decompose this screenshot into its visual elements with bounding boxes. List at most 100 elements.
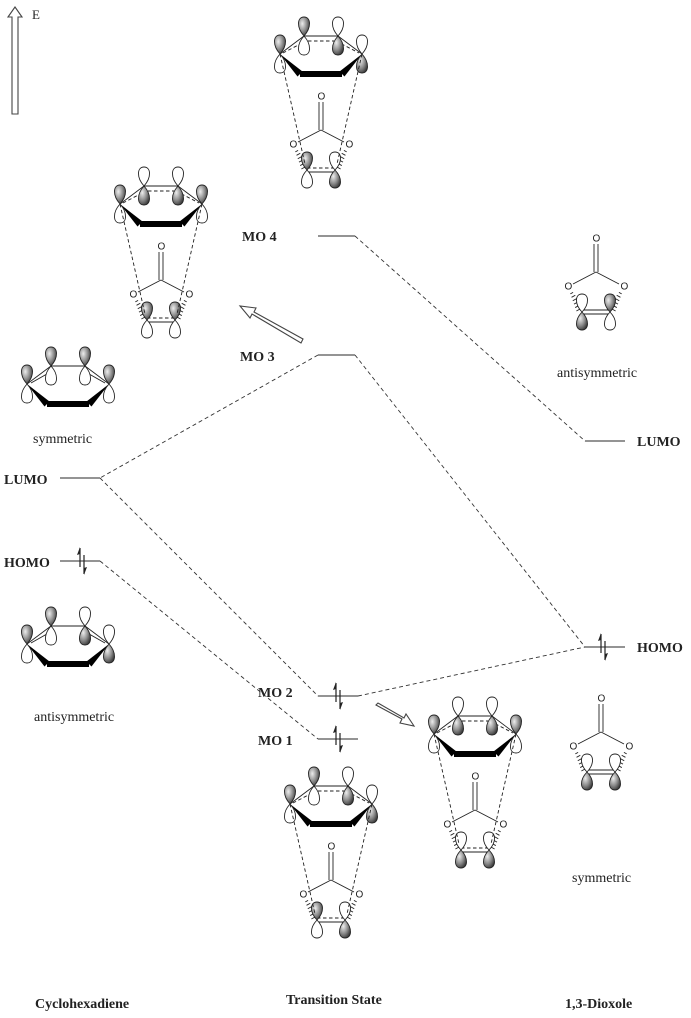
ring-bond [572, 271, 597, 285]
oxygen-atom: O [158, 242, 166, 253]
p-orbital-lobe-open [609, 753, 621, 773]
p-orbital-lobe-shaded [609, 771, 621, 791]
hashed-bond-segment [343, 149, 347, 153]
p-orbital-lobe-open [339, 901, 351, 921]
energy-axis-label: E [32, 7, 40, 22]
electron-pair-icon [333, 725, 343, 753]
wedge-bond [493, 734, 516, 757]
mo2-pointer-arrow-icon [375, 702, 416, 727]
hashed-bond-segment [570, 291, 574, 295]
spin-down-head [605, 653, 608, 661]
p-orbital-lobe-shaded [45, 606, 57, 627]
level-label: MO 1 [258, 734, 293, 749]
p-orbital-lobe-shaded [138, 185, 150, 206]
p-orbital-lobe-shaded [486, 715, 498, 736]
hashed-bond-segment [136, 302, 141, 306]
oxygen-atom: O [593, 234, 601, 245]
p-orbital-lobe-shaded [301, 151, 313, 171]
p-orbital-lobe-open [114, 203, 126, 224]
p-orbital-lobe-shaded [604, 293, 616, 313]
connector-cyclohexadiene-lumo-mo2 [99, 477, 319, 697]
ring-bond [451, 809, 476, 823]
p-orbital-lobe-shaded [308, 766, 320, 787]
caption-cyclohexadiene-lumo: symmetric [33, 432, 92, 447]
connector-mo4-dioxole-lumo [354, 235, 586, 442]
level-label: LUMO [637, 435, 681, 450]
partial-bond [282, 40, 307, 54]
forming-bond [346, 803, 373, 915]
cyclohexadiene-lumo-orbital-picture [21, 346, 115, 407]
level-dioxole-homo: HOMO [585, 633, 683, 661]
oxygen-atom: O [130, 290, 138, 301]
p-orbital-lobe-open [366, 784, 378, 805]
ts-mo1-orbital-picture: O O O [284, 766, 378, 939]
electron-pair-icon [333, 682, 343, 710]
wedge-bond [86, 384, 109, 407]
p-orbital-lobe-open [332, 16, 344, 37]
partial-bond [292, 790, 317, 804]
p-orbital-lobe-shaded [79, 625, 91, 646]
p-orbital-lobe-open [604, 311, 616, 331]
p-orbital-lobe-shaded [455, 849, 467, 869]
electron-pair-icon [77, 547, 87, 575]
level-label: MO 4 [242, 230, 277, 245]
p-orbital-lobe-shaded [103, 364, 115, 385]
level-label: MO 3 [240, 350, 275, 365]
forming-bond [490, 733, 517, 845]
p-orbital-lobe-shaded [332, 35, 344, 56]
ring-bond [320, 129, 345, 143]
p-orbital-lobe-open [576, 293, 588, 313]
p-orbital-lobe-shaded [21, 624, 33, 645]
column-title-dioxole: 1,3-Dioxole [565, 997, 632, 1012]
molecule-body: O O O [284, 766, 378, 939]
p-orbital-lobe-open [21, 643, 33, 664]
ring-bond [600, 731, 625, 745]
spin-down-head [84, 567, 87, 575]
spin-up-head [77, 547, 80, 555]
ring-bond [160, 279, 185, 293]
oxygen-atom: O [318, 92, 326, 103]
p-orbital-lobe-shaded [452, 715, 464, 736]
partial-bond [489, 720, 514, 734]
connector-mo3-dioxole-homo [354, 354, 586, 648]
wedge-bond [290, 804, 313, 827]
oxygen-atom: O [472, 772, 480, 783]
oxygen-atom: O [356, 890, 364, 901]
p-orbital-lobe-open [138, 166, 150, 187]
partial-bond [122, 190, 147, 204]
ring-bond [491, 715, 517, 735]
p-orbital-lobe-shaded [428, 714, 440, 735]
p-orbital-lobe-open [172, 166, 184, 187]
cyclohexadiene-homo-orbital-picture [21, 606, 115, 667]
p-orbital-lobe-shaded [172, 185, 184, 206]
level-label: LUMO [4, 473, 48, 488]
oxygen-atom: O [300, 890, 308, 901]
p-orbital-lobe-shaded [103, 643, 115, 664]
p-orbital-lobe-shaded [483, 849, 495, 869]
mo3-pointer-arrow-icon [238, 305, 304, 344]
p-orbital-lobe-open [169, 319, 181, 339]
p-orbital-lobe-shaded [339, 919, 351, 939]
caption-dioxole-lumo: antisymmetric [557, 366, 637, 381]
oxygen-atom: O [328, 842, 336, 853]
hashed-bond-segment [306, 902, 311, 906]
connector-mo3-cyclohexadiene-lumo [99, 354, 319, 479]
p-orbital-lobe-open [141, 319, 153, 339]
spin-down-head [340, 702, 343, 710]
hashed-bond-segment [351, 902, 356, 906]
spin-up-head [333, 725, 336, 733]
p-orbital-lobe-shaded [311, 901, 323, 921]
wedge-bond [27, 644, 50, 667]
p-orbital-lobe-shaded [581, 771, 593, 791]
p-orbital-lobe-open [103, 383, 115, 404]
level-dioxole-lumo: LUMO [585, 435, 681, 450]
p-orbital-lobe-shaded [329, 169, 341, 189]
wedge-bond [339, 54, 362, 77]
p-orbital-lobe-open [486, 696, 498, 717]
p-orbital-lobe-shaded [114, 184, 126, 205]
